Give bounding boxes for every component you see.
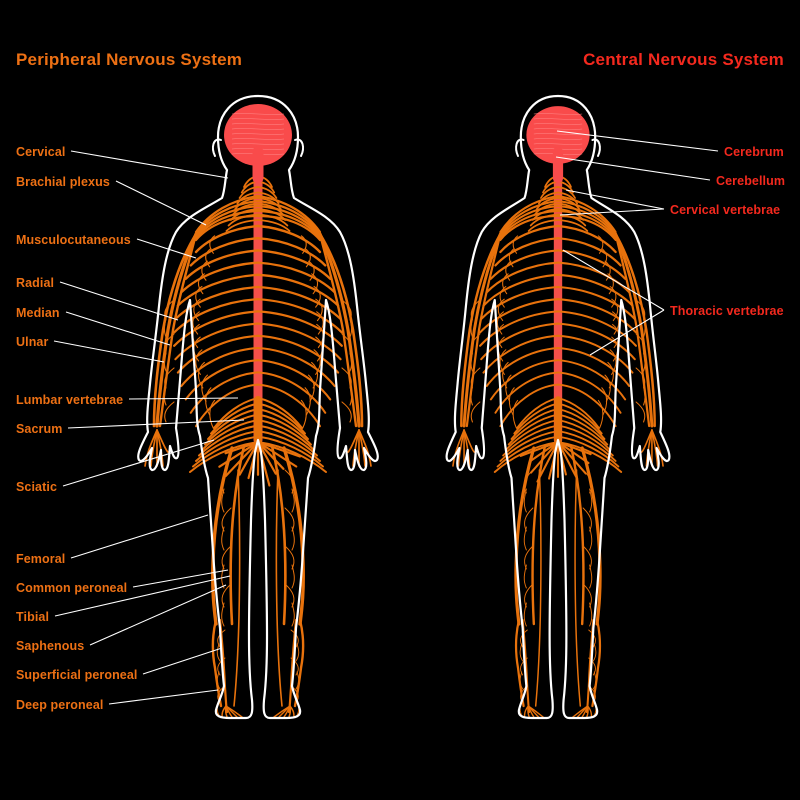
label-cerebellum: Cerebellum: [716, 174, 786, 188]
peripheral-body: [137, 94, 379, 720]
label-cervical-vertebrae: Cervical vertebrae: [670, 203, 781, 217]
label-deep-peroneal: Deep peroneal: [16, 698, 104, 712]
panel-title-peripheral: Peripheral Nervous System: [16, 50, 243, 69]
label-saphenous: Saphenous: [16, 639, 85, 653]
label-femoral: Femoral: [16, 552, 66, 566]
label-lumbar-vertebrae: Lumbar vertebrae: [16, 393, 124, 407]
label-median: Median: [16, 306, 60, 320]
label-ulnar: Ulnar: [16, 335, 49, 349]
label-thoracic-vertebrae: Thoracic vertebrae: [670, 304, 784, 318]
label-cerebrum: Cerebrum: [724, 145, 784, 159]
label-brachial-plexus: Brachial plexus: [16, 175, 110, 189]
label-tibial: Tibial: [16, 610, 50, 624]
label-sacrum: Sacrum: [16, 422, 63, 436]
label-common-peroneal: Common peroneal: [16, 581, 128, 595]
label-radial: Radial: [16, 276, 55, 290]
label-musculocutaneous: Musculocutaneous: [16, 233, 131, 247]
label-sciatic: Sciatic: [16, 480, 58, 494]
label-superficial-peroneal: Superficial peroneal: [16, 668, 138, 682]
label-cervical: Cervical: [16, 145, 66, 159]
panel-title-central: Central Nervous System: [583, 50, 784, 69]
central-body: [445, 94, 671, 720]
